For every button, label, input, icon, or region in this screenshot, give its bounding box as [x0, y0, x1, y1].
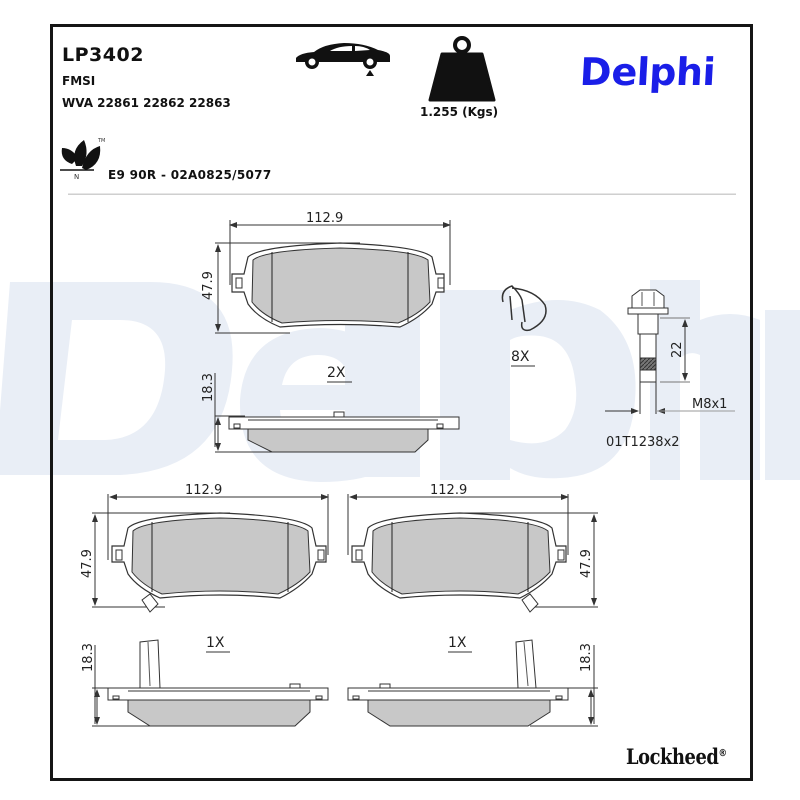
svg-text:18.3: 18.3 — [579, 643, 594, 672]
svg-text:22: 22 — [670, 341, 685, 358]
svg-text:112.9: 112.9 — [185, 483, 222, 498]
svg-text:47.9: 47.9 — [80, 549, 95, 578]
svg-text:N: N — [74, 173, 79, 180]
weight-icon — [428, 36, 496, 102]
svg-text:M8x1: M8x1 — [692, 397, 727, 412]
approval-number: E9 90R - 02A0825/5077 — [108, 168, 272, 182]
wva-numbers: WVA 22861 22862 22863 — [62, 96, 231, 110]
bolt-icon: 22 M8x1 01T1238x2 — [605, 289, 735, 450]
bottom-left-pad-front-view: 112.9 47.9 — [80, 483, 329, 613]
svg-text:18.3: 18.3 — [81, 643, 96, 672]
bottom-right-pad-side-view: 1X 18.3 — [347, 635, 598, 727]
top-pad-front-view: 112.9 47.9 — [201, 211, 451, 334]
top-pad-side-view: 2X 18.3 — [201, 365, 460, 453]
fmsi-label: FMSI — [62, 74, 96, 88]
car-rear-axle-icon — [296, 43, 390, 76]
leaf-eco-icon: TM N — [60, 138, 105, 180]
svg-text:8X: 8X — [511, 349, 530, 365]
svg-text:2X: 2X — [327, 365, 346, 381]
lockheed-logo: Lockheed® — [626, 744, 727, 769]
svg-text:1X: 1X — [448, 635, 467, 651]
svg-text:47.9: 47.9 — [579, 549, 594, 578]
document-frame — [50, 24, 753, 781]
trademark-symbol: ® — [718, 748, 727, 759]
header-divider — [68, 193, 736, 195]
lockheed-text: Lockheed — [626, 744, 719, 769]
svg-text:18.3: 18.3 — [201, 373, 216, 402]
spring-clip-icon: 8X — [501, 285, 547, 367]
svg-text:112.9: 112.9 — [306, 211, 343, 226]
bottom-right-pad-front-view: 112.9 47.9 — [347, 483, 598, 613]
svg-text:47.9: 47.9 — [201, 271, 216, 300]
bottom-left-pad-side-view: 1X 18.3 — [81, 635, 329, 727]
svg-text:112.9: 112.9 — [430, 483, 467, 498]
part-number: LP3402 — [62, 44, 144, 66]
svg-text:1X: 1X — [206, 635, 225, 651]
svg-text:TM: TM — [97, 138, 105, 144]
svg-text:01T1238x2: 01T1238x2 — [606, 435, 680, 450]
weight-value: 1.255 (Kgs) — [420, 105, 499, 119]
